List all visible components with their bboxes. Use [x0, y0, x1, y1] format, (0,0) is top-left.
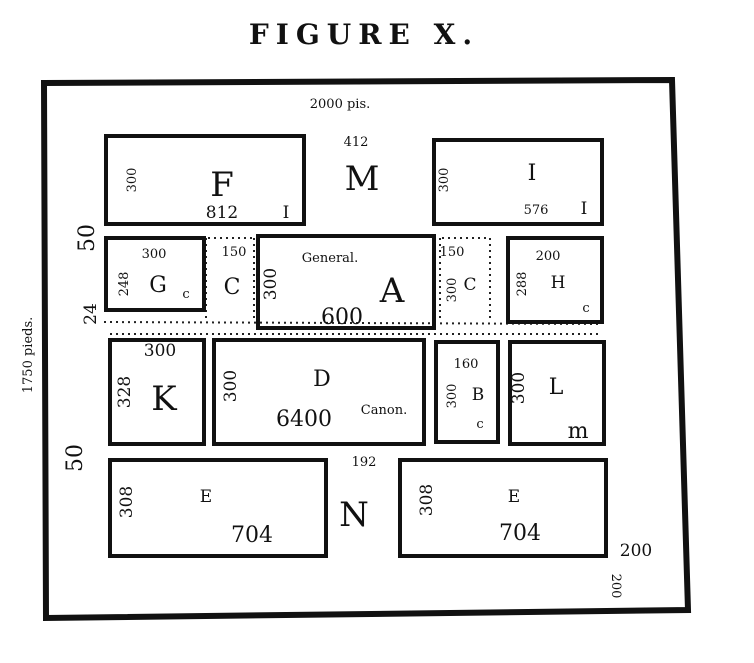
- block-i-area: 576: [524, 203, 549, 218]
- block-k-letter: K: [151, 379, 177, 419]
- top-measure: 2000 pis.: [310, 97, 371, 112]
- block-e-left-letter: E: [200, 487, 212, 507]
- block-m-top: 412: [344, 135, 369, 150]
- side-measure-bottom: 50: [63, 444, 88, 472]
- block-e-left: E 308 704: [108, 458, 328, 558]
- block-b-top: 160: [454, 357, 479, 372]
- block-b-mark: c: [476, 417, 483, 432]
- block-b: 160 B 300 c: [434, 340, 500, 444]
- block-c-left-top: 150: [222, 245, 247, 260]
- block-c-right-side: 300: [445, 278, 460, 303]
- block-e-left-side: 308: [117, 486, 137, 518]
- block-b-side: 300: [445, 384, 460, 409]
- block-g-mark: c: [182, 287, 189, 302]
- block-c-right-top: 150: [440, 245, 465, 260]
- block-g-top: 300: [142, 247, 167, 262]
- block-a-area: 600: [321, 305, 363, 330]
- block-i-side: 300: [437, 168, 452, 193]
- block-d-side: 300: [221, 370, 241, 402]
- figure-title: FIGURE X.: [249, 18, 479, 51]
- block-l: L 300 m: [508, 340, 606, 446]
- corner-measure: 200: [620, 541, 652, 561]
- block-a-label: General.: [302, 251, 358, 266]
- block-m-letter: M: [345, 159, 380, 199]
- block-f-area: 812: [206, 203, 238, 223]
- mid-measure: 192: [352, 455, 377, 470]
- block-k-top: 300: [144, 341, 176, 361]
- block-a-side: 300: [261, 268, 281, 300]
- block-g-letter: G: [149, 273, 167, 298]
- side-measure-top: 50: [75, 224, 100, 252]
- block-k: 300 K 328: [108, 338, 206, 446]
- block-h-letter: H: [551, 273, 566, 293]
- block-d-label: Canon.: [361, 403, 407, 418]
- block-h-mark: c: [582, 301, 589, 316]
- block-e-right: E 308 704: [398, 458, 608, 558]
- block-h-top: 200: [536, 249, 561, 264]
- block-l-letter: L: [549, 375, 564, 400]
- block-i: I 300 576 I: [432, 138, 604, 226]
- block-e-left-area: 704: [231, 523, 273, 548]
- block-d-letter: D: [313, 367, 331, 392]
- block-h-side: 288: [515, 272, 530, 297]
- corner-measure-vertical: 200: [608, 574, 623, 599]
- block-a: General. A 300 600: [256, 234, 436, 330]
- block-f-side: 300: [125, 168, 140, 193]
- side-measure-mid: 24: [81, 303, 101, 325]
- block-f-letter: F: [210, 165, 234, 205]
- block-l-mark: m: [568, 419, 589, 444]
- block-c-left-letter: C: [224, 275, 241, 300]
- block-d: D 300 6400 Canon.: [212, 338, 426, 446]
- block-a-letter: A: [379, 271, 405, 311]
- block-f-mark: I: [283, 203, 290, 223]
- block-k-side: 328: [115, 376, 135, 408]
- block-e-right-side: 308: [417, 484, 437, 516]
- block-n-letter: N: [339, 495, 369, 535]
- block-l-side: 300: [509, 372, 529, 404]
- block-g: 300 G 248 c: [104, 236, 206, 312]
- block-g-side: 248: [117, 272, 132, 297]
- block-e-right-area: 704: [499, 521, 541, 546]
- left-measure: 1750 pieds.: [21, 317, 36, 394]
- block-i-letter: I: [528, 161, 537, 186]
- block-b-letter: B: [472, 385, 485, 405]
- block-i-mark: I: [581, 199, 588, 219]
- block-f: F 300 812 I: [104, 134, 306, 226]
- block-e-right-letter: E: [508, 487, 520, 507]
- outer-boundary: [40, 76, 692, 622]
- block-h: 200 H 288 c: [506, 236, 604, 324]
- block-d-area: 6400: [276, 407, 332, 432]
- block-c-right-letter: C: [463, 275, 476, 295]
